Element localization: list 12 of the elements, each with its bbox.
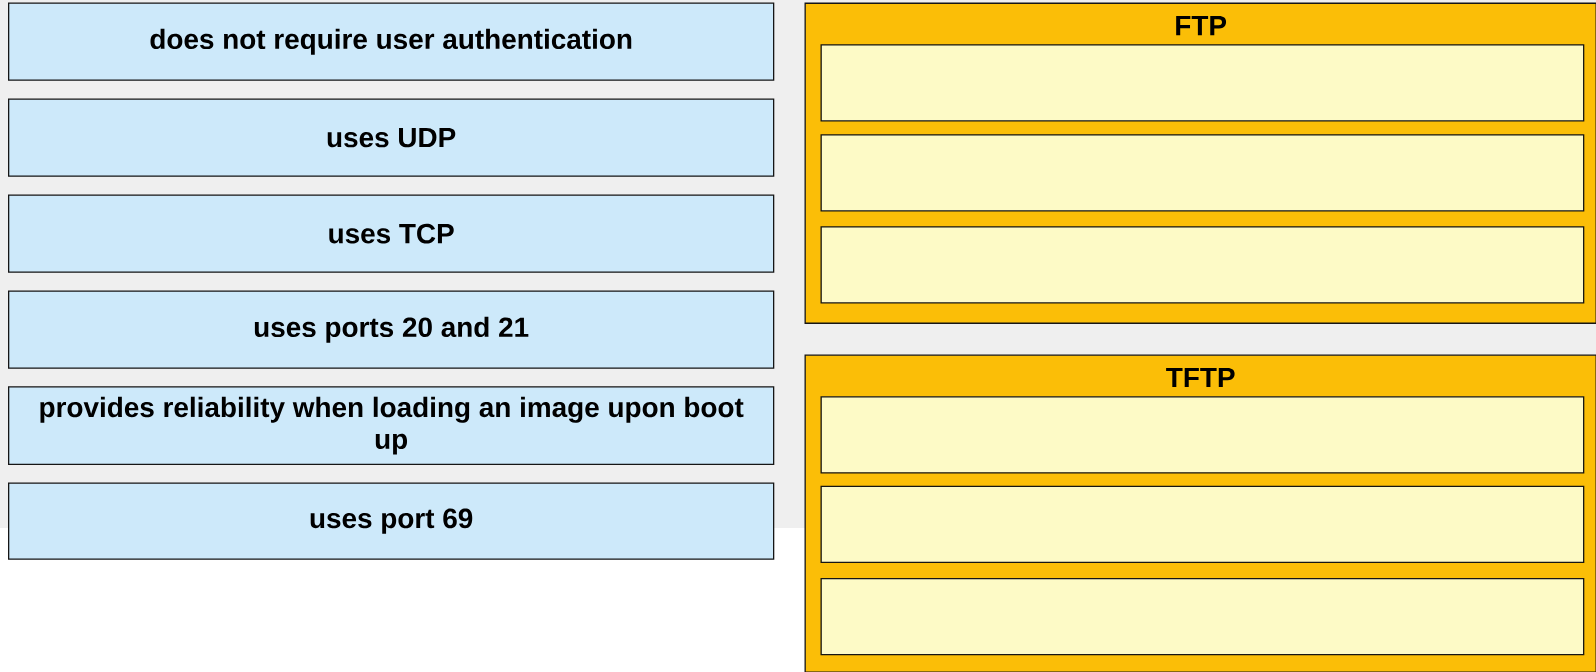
option-box: does not require user authentication bbox=[8, 2, 775, 81]
option-box: uses port 69 bbox=[8, 482, 775, 560]
option-box: uses UDP bbox=[8, 98, 775, 177]
option-box: provides reliability when loading an image upon boot up bbox=[8, 386, 775, 465]
answer-box bbox=[820, 396, 1585, 474]
answer-box bbox=[820, 577, 1585, 656]
answer-box bbox=[820, 44, 1585, 122]
option-box: uses ports 20 and 21 bbox=[8, 290, 775, 369]
answer-box bbox=[820, 485, 1585, 563]
answer-box bbox=[820, 226, 1585, 304]
answer-box bbox=[820, 134, 1585, 212]
option-box: uses TCP bbox=[8, 194, 775, 273]
